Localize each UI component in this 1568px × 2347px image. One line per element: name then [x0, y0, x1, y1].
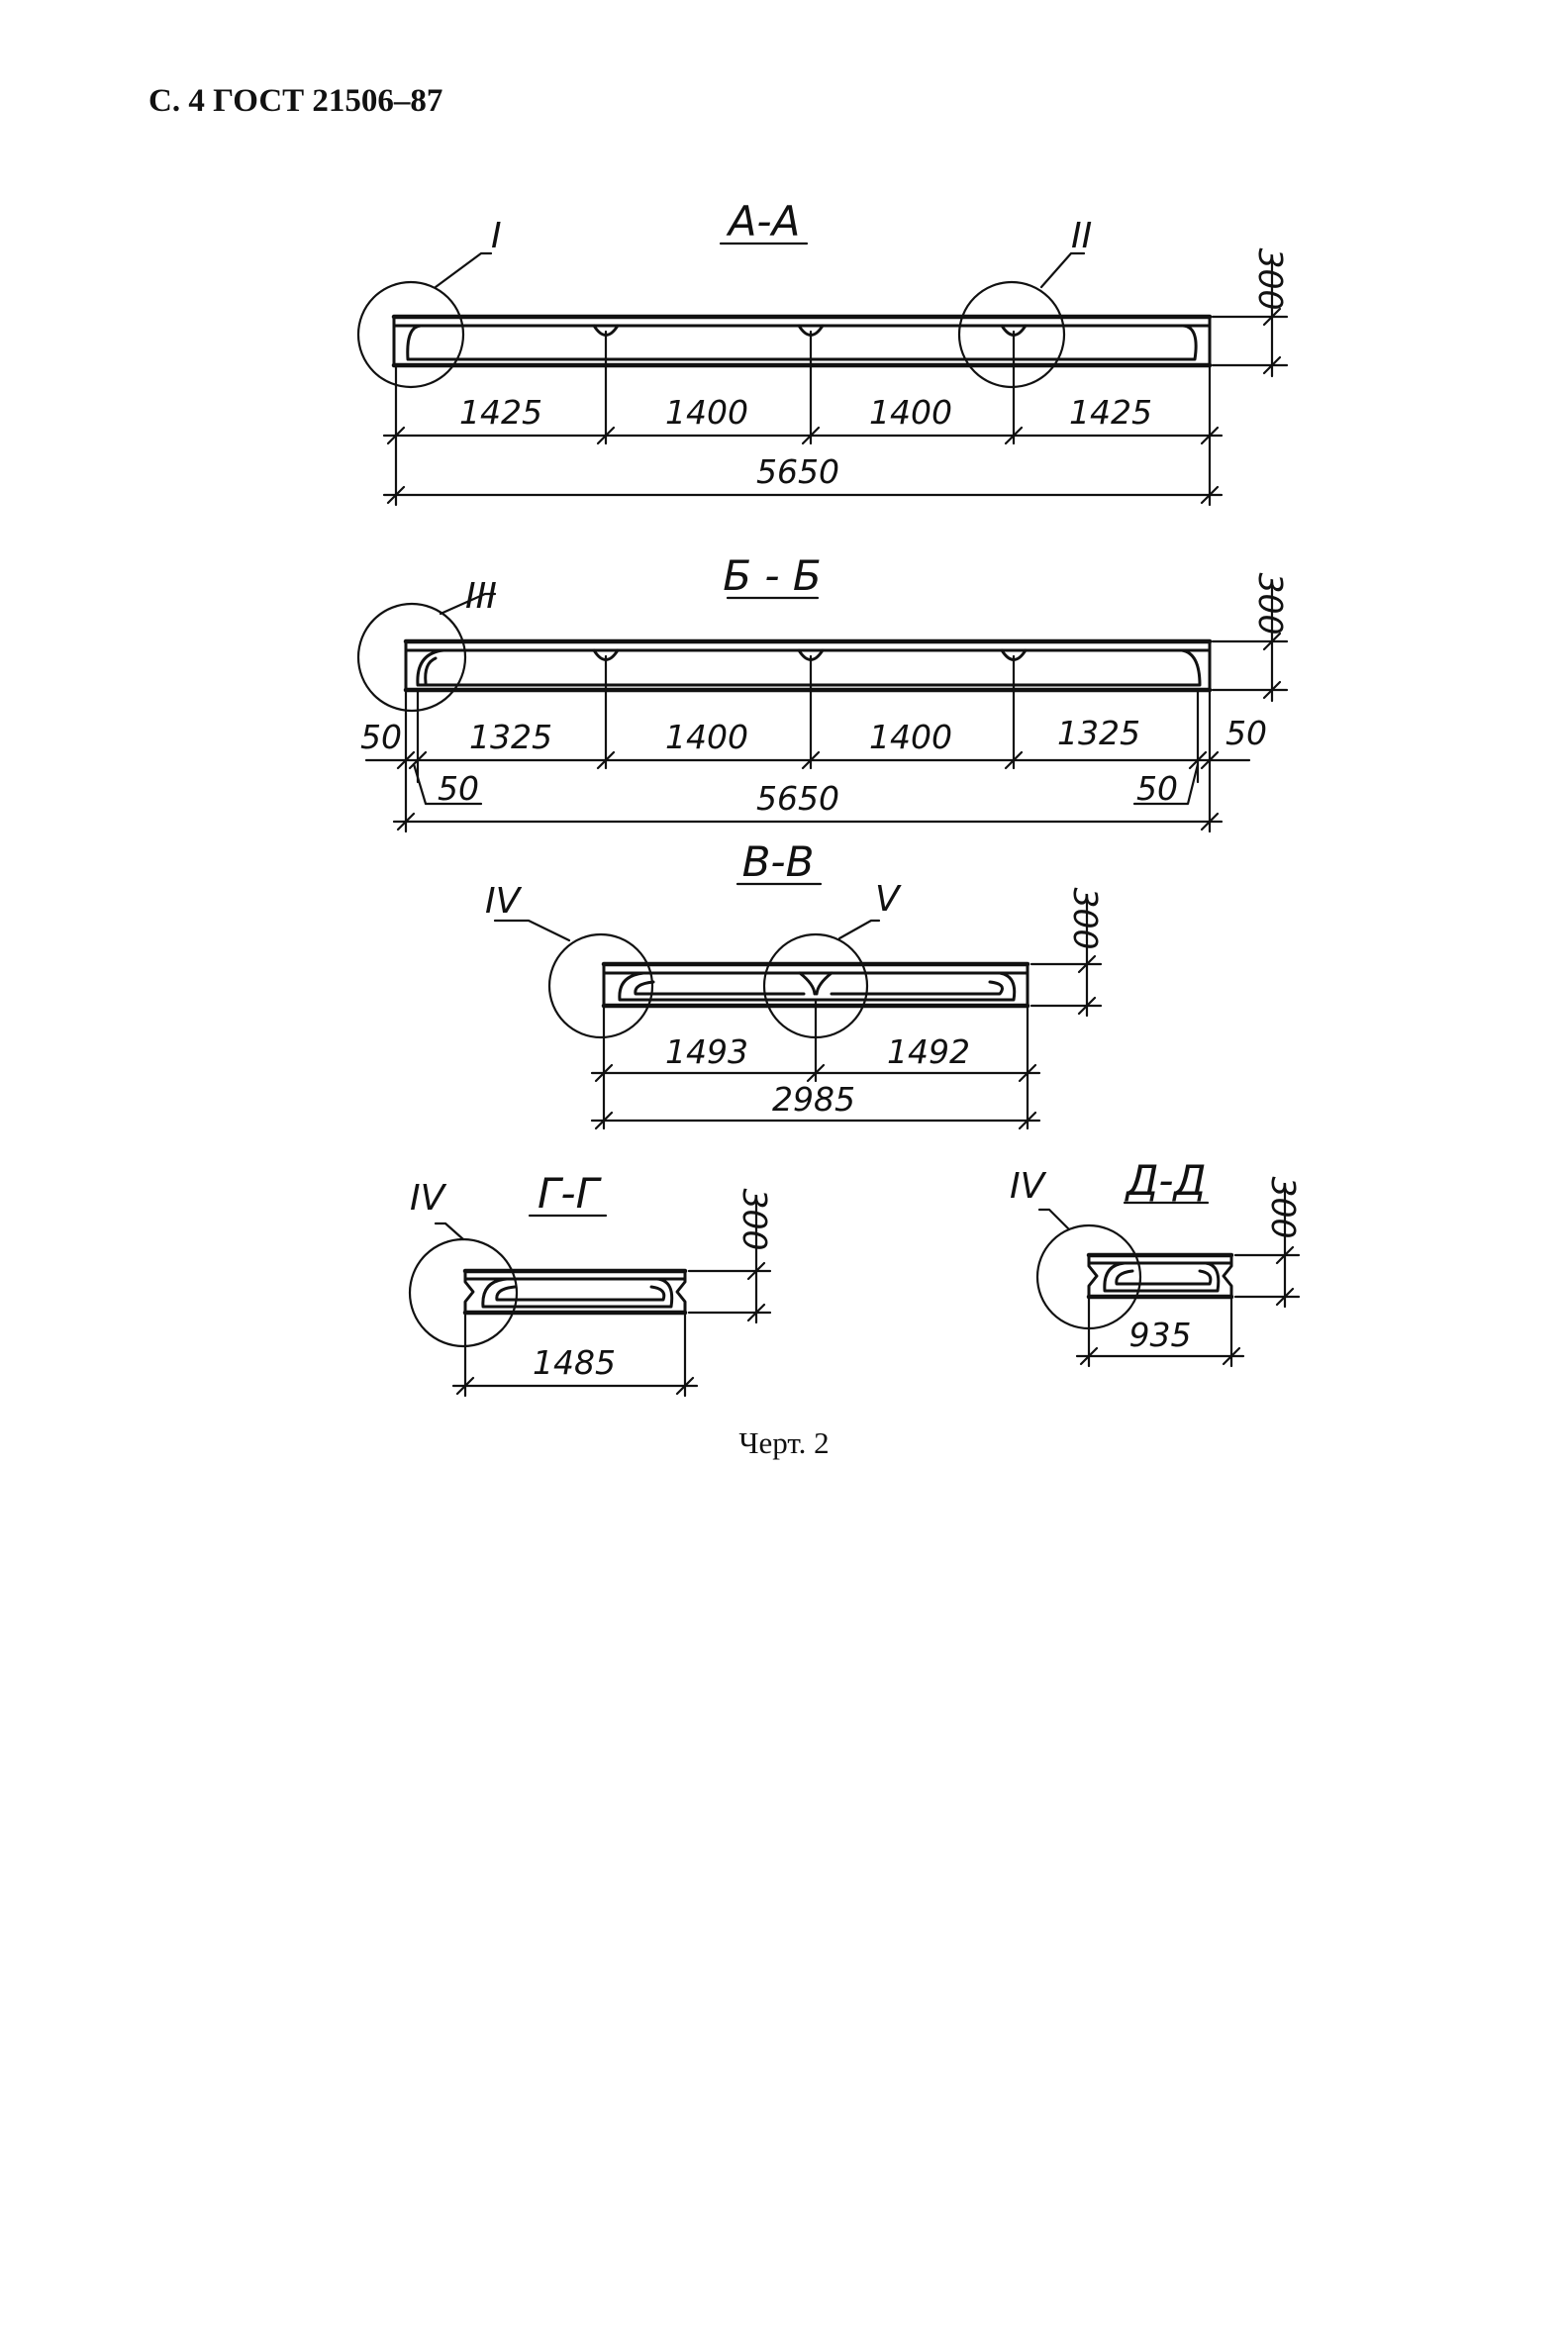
section-bb-height: 300 [1251, 573, 1290, 636]
section-dd: Д-Д IV 935 [1010, 1156, 1303, 1368]
section-aa-detail-callouts [356, 251, 1086, 389]
section-dd-total: 935 [1129, 1316, 1192, 1354]
section-bb-leader-iii: III [465, 576, 497, 617]
section-dd-leader-iv: IV [1010, 1166, 1047, 1207]
section-vv-leader-iv: IV [485, 881, 523, 922]
section-aa-height: 300 [1251, 248, 1290, 311]
section-bb-edge-right: 50 [1225, 714, 1267, 752]
section-bb-dim-3: 1400 [869, 718, 952, 756]
section-dd-height-dimension [1233, 1182, 1301, 1309]
section-gg-total: 1485 [533, 1343, 616, 1382]
page-header: С. 4 ГОСТ 21506–87 [148, 83, 443, 119]
section-aa-dim-2: 1400 [665, 393, 748, 432]
section-vv-detail-callouts [493, 919, 881, 1039]
section-bb-detail-callouts [356, 592, 497, 713]
section-bb-edge-right-inner: 50 [1136, 769, 1178, 808]
section-dd-title: Д-Д [1125, 1156, 1207, 1205]
section-aa-total: 5650 [756, 452, 839, 491]
section-vv-leader-v: V [875, 879, 902, 920]
section-aa-leader-ii: II [1071, 216, 1092, 256]
section-aa-panel [391, 314, 1213, 368]
section-vv-dim-1: 1493 [665, 1032, 748, 1071]
section-aa: А-А I II [356, 197, 1290, 507]
section-gg: Г-Г IV 1485 [408, 1169, 774, 1398]
section-aa-dim-4: 1425 [1069, 393, 1152, 432]
section-aa-height-dimension [1211, 255, 1289, 378]
section-bb-edge-left-inner: 50 [438, 769, 479, 808]
section-bb-dimension-lines [364, 654, 1251, 833]
section-aa-dim-1: 1425 [459, 393, 542, 432]
section-gg-panel [462, 1268, 688, 1316]
section-bb-dim-1: 1325 [469, 718, 552, 756]
section-bb-title: Б - Б [723, 551, 821, 600]
section-bb-dim-2: 1400 [665, 718, 748, 756]
section-gg-detail-callouts [408, 1222, 519, 1348]
section-bb-edge-left: 50 [360, 718, 402, 756]
section-gg-dimension-lines [451, 1313, 699, 1398]
section-aa-dim-3: 1400 [869, 393, 952, 432]
section-bb: Б - Б III [356, 551, 1290, 833]
section-vv-dimension-lines [590, 998, 1041, 1130]
section-bb-height-dimension [1211, 580, 1289, 703]
section-aa-dimension-lines [382, 330, 1224, 507]
section-dd-dimension-lines [1075, 1297, 1245, 1368]
section-bb-total: 5650 [756, 779, 839, 818]
section-dd-panel [1086, 1252, 1234, 1300]
section-gg-leader-iv: IV [410, 1178, 447, 1219]
section-vv-dim-2: 1492 [887, 1032, 970, 1071]
section-vv-total: 2985 [772, 1080, 855, 1119]
section-gg-height-dimension [687, 1194, 772, 1324]
section-gg-height: 300 [735, 1189, 774, 1251]
section-vv-height-dimension [1029, 893, 1103, 1018]
section-vv-title: В-В [742, 837, 815, 886]
section-vv-height: 300 [1066, 888, 1105, 950]
section-bb-dim-4: 1325 [1057, 714, 1140, 752]
section-bb-panel [403, 638, 1213, 693]
section-aa-title: А-А [726, 197, 801, 245]
figure-caption: Черт. 2 [738, 1425, 830, 1460]
section-gg-title: Г-Г [538, 1169, 603, 1218]
section-aa-leader-i: I [491, 216, 502, 256]
section-dd-height: 300 [1264, 1177, 1303, 1239]
section-vv: В-В IV V [485, 837, 1105, 1130]
